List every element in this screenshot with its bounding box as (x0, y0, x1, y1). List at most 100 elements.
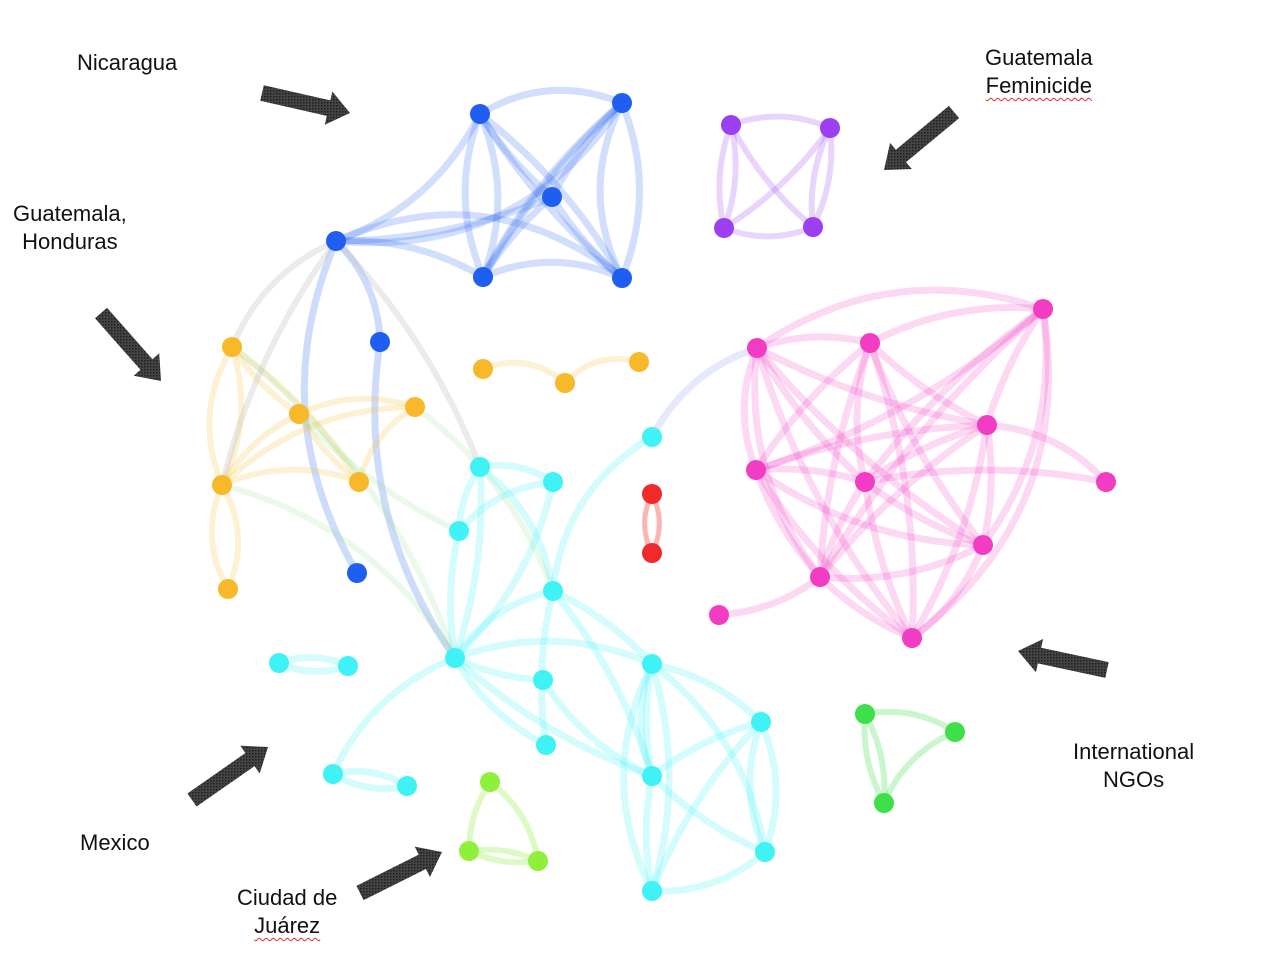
edge-c1-c5 (549, 433, 656, 595)
edge-p1-p3 (721, 122, 739, 231)
edge-b6-y1 (229, 238, 339, 350)
node-guatemala-feminicide (721, 115, 741, 135)
label-guatemala-feminicide: Guatemala Feminicide (985, 45, 1093, 98)
edge-m2-m7 (866, 339, 987, 549)
edge-m5-m6 (752, 465, 869, 486)
edge-m7-m10 (908, 541, 987, 642)
label-nicaragua: Nicaragua (77, 50, 178, 75)
node-ngo-green (855, 704, 875, 724)
edge-c2-c6 (451, 463, 485, 662)
node-nicaragua (542, 187, 562, 207)
arrow-ciudad-juarez (356, 846, 442, 901)
node-mexico (642, 881, 662, 901)
edge-c5-c13 (549, 587, 656, 668)
nodes-layer (212, 93, 1116, 901)
node-mexico (642, 654, 662, 674)
node-isolated-red (642, 543, 662, 563)
node-guatemala-honduras (222, 337, 242, 357)
edge-y4-y6 (219, 482, 242, 592)
edge-c13-c16 (648, 660, 769, 856)
node-ciudad-juarez (480, 772, 500, 792)
node-guatemala-honduras (629, 352, 649, 372)
arrow-nicaragua (260, 85, 350, 125)
edge-y4-y6 (208, 482, 231, 592)
edge-m1-m5 (740, 344, 761, 474)
edge-m1-m10 (753, 344, 916, 642)
edge-b2-b5 (596, 99, 626, 282)
node-nicaragua (326, 231, 346, 251)
edge-p2-p3 (721, 125, 833, 231)
edge-c15-c16 (648, 772, 769, 856)
edge-m3-m10 (908, 305, 1053, 642)
edge-m5-m9 (752, 466, 824, 581)
node-nicaragua (370, 332, 390, 352)
edge-y1-y4 (219, 344, 245, 488)
edge-b3-b4 (479, 193, 556, 281)
edge-c2-c5 (476, 463, 557, 595)
node-mexico (755, 842, 775, 862)
edge-m2-m5 (752, 339, 874, 474)
edge-m1-m7 (753, 344, 987, 549)
edge-c14-c17 (648, 718, 765, 895)
edge-j1-j2 (466, 779, 493, 854)
edge-m6-m8 (861, 466, 1110, 486)
edge-m6-m9 (816, 478, 869, 581)
edge-m5-m7 (752, 466, 987, 549)
edge-b6-y4 (219, 238, 339, 488)
edge-b6-c2 (333, 238, 483, 470)
node-mexico (536, 735, 556, 755)
node-international-ngos (860, 333, 880, 353)
edge-m3-m7 (979, 305, 1050, 549)
node-mexico (397, 776, 417, 796)
node-international-ngos (977, 415, 997, 435)
edge-p1-p3 (716, 122, 734, 231)
label-international-ngos: International NGOs (1073, 739, 1195, 792)
edge-m9-m10 (816, 573, 916, 642)
edge-m7-m9 (816, 541, 987, 582)
node-guatemala-feminicide (820, 118, 840, 138)
edge-m4-m5 (752, 421, 991, 474)
edge-c4-c6 (446, 527, 463, 662)
edge-c14-c16 (757, 718, 780, 856)
edge-c5-c6 (451, 587, 557, 662)
edge-m9-m11 (715, 573, 824, 619)
edge-m4-m8 (983, 421, 1110, 486)
label-guatemala-honduras: Guatemala, Honduras (13, 201, 127, 254)
edge-c6-c10 (451, 654, 550, 749)
edge-c13-c14 (648, 660, 765, 726)
edge-m1-c1 (648, 344, 761, 441)
edge-m2-m4 (866, 339, 991, 429)
node-guatemala-honduras (555, 373, 575, 393)
edge-m4-m9 (816, 421, 991, 581)
edge-b1-b4 (476, 110, 502, 281)
edge-m1-m3 (753, 286, 1047, 352)
arrow-international-ngos (1018, 638, 1109, 678)
arrow-mexico (187, 745, 268, 807)
node-international-ngos (746, 460, 766, 480)
node-mexico (338, 656, 358, 676)
edge-b2-b4 (479, 99, 626, 281)
node-international-ngos (709, 605, 729, 625)
node-mexico (543, 581, 563, 601)
edge-c13-c17 (648, 660, 673, 895)
edge-p2-p4 (808, 125, 833, 230)
node-nicaragua (473, 267, 493, 287)
node-ciudad-juarez (459, 841, 479, 861)
edge-b1-b5 (476, 110, 626, 282)
edge-m2-m6 (853, 339, 874, 486)
node-mexico (323, 764, 343, 784)
edge-b1-b2 (476, 86, 626, 118)
edge-c14-c15 (648, 718, 765, 780)
edge-c9-c15 (539, 676, 656, 780)
edge-m6-m10 (861, 478, 916, 642)
edge-b7-c6 (371, 338, 459, 662)
edge-b3-b6 (332, 193, 556, 245)
node-mexico (470, 457, 490, 477)
edge-c6-c15 (451, 654, 656, 780)
edge-b4-b5 (479, 258, 626, 282)
node-mexico (449, 521, 469, 541)
edge-c13-c17 (620, 660, 656, 895)
node-mexico (269, 653, 289, 673)
edge-p1-p4 (728, 122, 816, 230)
